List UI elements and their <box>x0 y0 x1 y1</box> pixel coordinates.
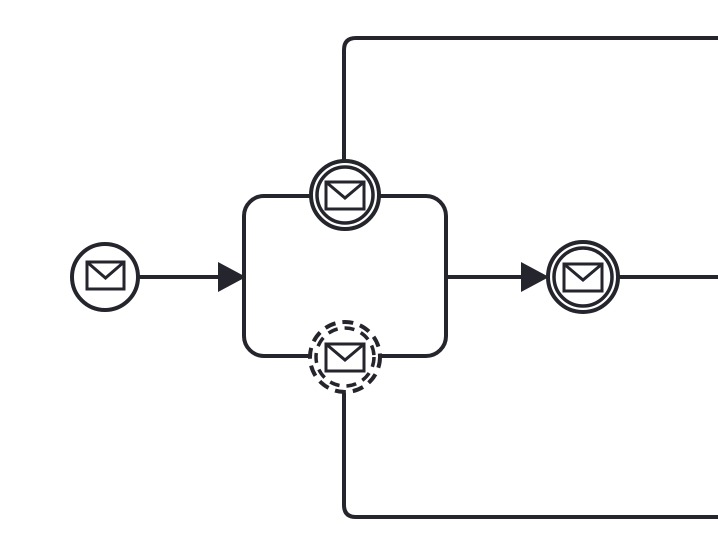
intermediate-inner-circle <box>552 246 614 308</box>
envelope-icon-flap <box>563 262 603 282</box>
envelope-icon-flap <box>86 260 125 280</box>
boundary-bottom-inner-circle <box>314 326 376 388</box>
message-start-event[interactable] <box>70 242 140 312</box>
connector-boundary-top-to-right-edge <box>342 36 718 160</box>
arrowhead-start-to-subprocess <box>218 262 246 292</box>
boundary-top-inner-circle <box>315 165 375 225</box>
envelope-icon <box>324 180 366 211</box>
envelope-icon <box>85 260 126 291</box>
connector-boundary-bottom-to-right-edge <box>342 393 718 519</box>
envelope-icon <box>562 262 604 293</box>
non-interrupting-message-boundary-event[interactable] <box>308 320 382 394</box>
intermediate-message-catch-event[interactable] <box>546 240 620 314</box>
envelope-icon-flap <box>325 342 365 362</box>
envelope-icon <box>324 342 366 373</box>
envelope-icon-flap <box>325 180 365 200</box>
arrowhead-subprocess-to-intermediate <box>521 262 549 292</box>
interrupting-message-boundary-event[interactable] <box>309 159 381 231</box>
